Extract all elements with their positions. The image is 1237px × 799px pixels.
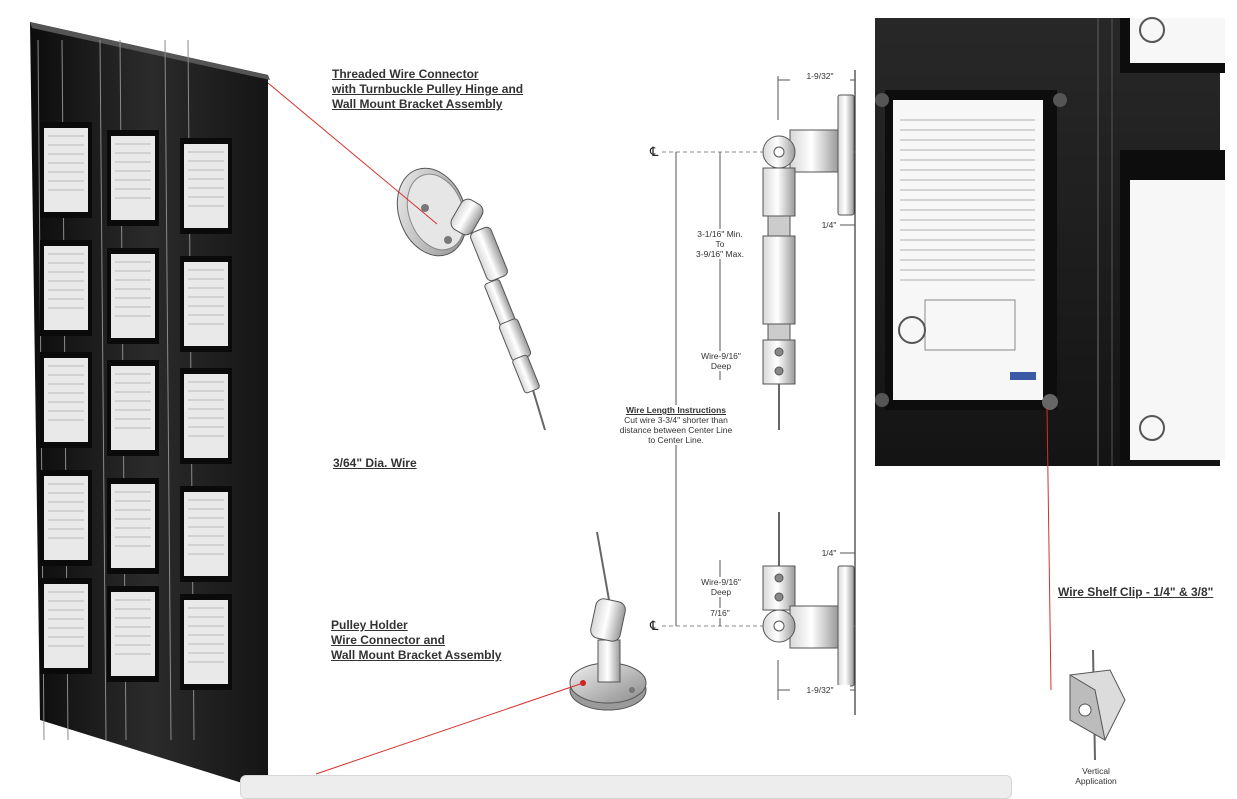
label-line: Vertical: [1082, 766, 1110, 776]
certificate-paper: [44, 246, 88, 330]
dim-wire-depth-bottom: Wire-9/16" Deep: [696, 577, 746, 597]
certificate-paper: [44, 358, 88, 442]
label-line: Wall Mount Bracket Assembly: [331, 648, 502, 662]
certificate-paper: [111, 254, 155, 338]
shelf-clip-label: Wire Shelf Clip - 1/4" & 3/8": [1058, 585, 1214, 599]
certificate-paper: [184, 262, 228, 346]
certificate-paper: [44, 128, 88, 212]
wire-length-instructions: Wire Length Instructions Cut wire 3-3/4"…: [612, 405, 740, 445]
instructions-title: Wire Length Instructions: [625, 405, 727, 415]
certificate-paper: [111, 366, 155, 450]
label-line: Threaded Wire Connector: [332, 67, 479, 81]
certificate-paper: [44, 476, 88, 560]
threaded-connector-illustration: [396, 167, 546, 431]
dim-line: To: [715, 239, 725, 249]
pulley-holder-illustration: [569, 531, 647, 711]
dim-wire-depth-top: Wire-9/16" Deep: [696, 351, 746, 371]
dim-line: Wire-9/16": [701, 577, 741, 587]
instructions-line: to Center Line.: [648, 435, 704, 445]
certificate-paper: [111, 484, 155, 568]
certificate-paper: [111, 592, 155, 676]
shelf-clip-illustration: [1069, 650, 1126, 760]
threaded-connector-label: Threaded Wire Connector with Turnbuckle …: [332, 67, 523, 112]
dim-top-offset: 1-9/32": [790, 71, 850, 81]
caption-bar: [240, 775, 1012, 799]
dim-line: Deep: [710, 361, 732, 371]
label-line: Wire Connector and: [331, 633, 445, 647]
vertical-application-label: Vertical Application: [1056, 766, 1136, 786]
wire-label: 3/64" Dia. Wire: [333, 456, 417, 470]
centerline-symbol-top: ℄: [650, 144, 659, 159]
certificate-paper: [184, 374, 228, 458]
dim-adjust-range: 3-1/16" Min. To 3-9/16" Max.: [690, 229, 750, 259]
dim-line: 3-9/16" Max.: [696, 249, 744, 259]
instructions-line: distance between Center Line: [619, 425, 733, 435]
label-line: Application: [1075, 776, 1117, 786]
certificate-paper: [44, 584, 88, 668]
dim-bottom-offset: 1-9/32": [790, 685, 850, 695]
instructions-line: Cut wire 3-3/4" shorter than: [624, 415, 728, 425]
certificate-paper: [184, 144, 228, 228]
dim-line: Deep: [710, 587, 732, 597]
dim-line: Wire-9/16": [701, 351, 741, 361]
centerline-symbol-bottom: ℄: [650, 618, 659, 633]
display-wire: [99, 39, 107, 741]
display-wire: [164, 39, 172, 741]
certificate-paper: [184, 492, 228, 576]
dim-top-plate: 1/4": [821, 220, 837, 230]
dim-bottom-gap: 7/16": [700, 608, 740, 618]
certificate-paper: [111, 136, 155, 220]
label-line: Pulley Holder: [331, 618, 408, 632]
label-line: Wall Mount Bracket Assembly: [332, 97, 503, 111]
label-line: with Turnbuckle Pulley Hinge and: [332, 82, 524, 96]
pulley-holder-label: Pulley Holder Wire Connector and Wall Mo…: [331, 618, 501, 663]
dim-line: 3-1/16" Min.: [697, 229, 743, 239]
certificate-paper: [184, 600, 228, 684]
dim-bottom-plate: 1/4": [821, 548, 837, 558]
